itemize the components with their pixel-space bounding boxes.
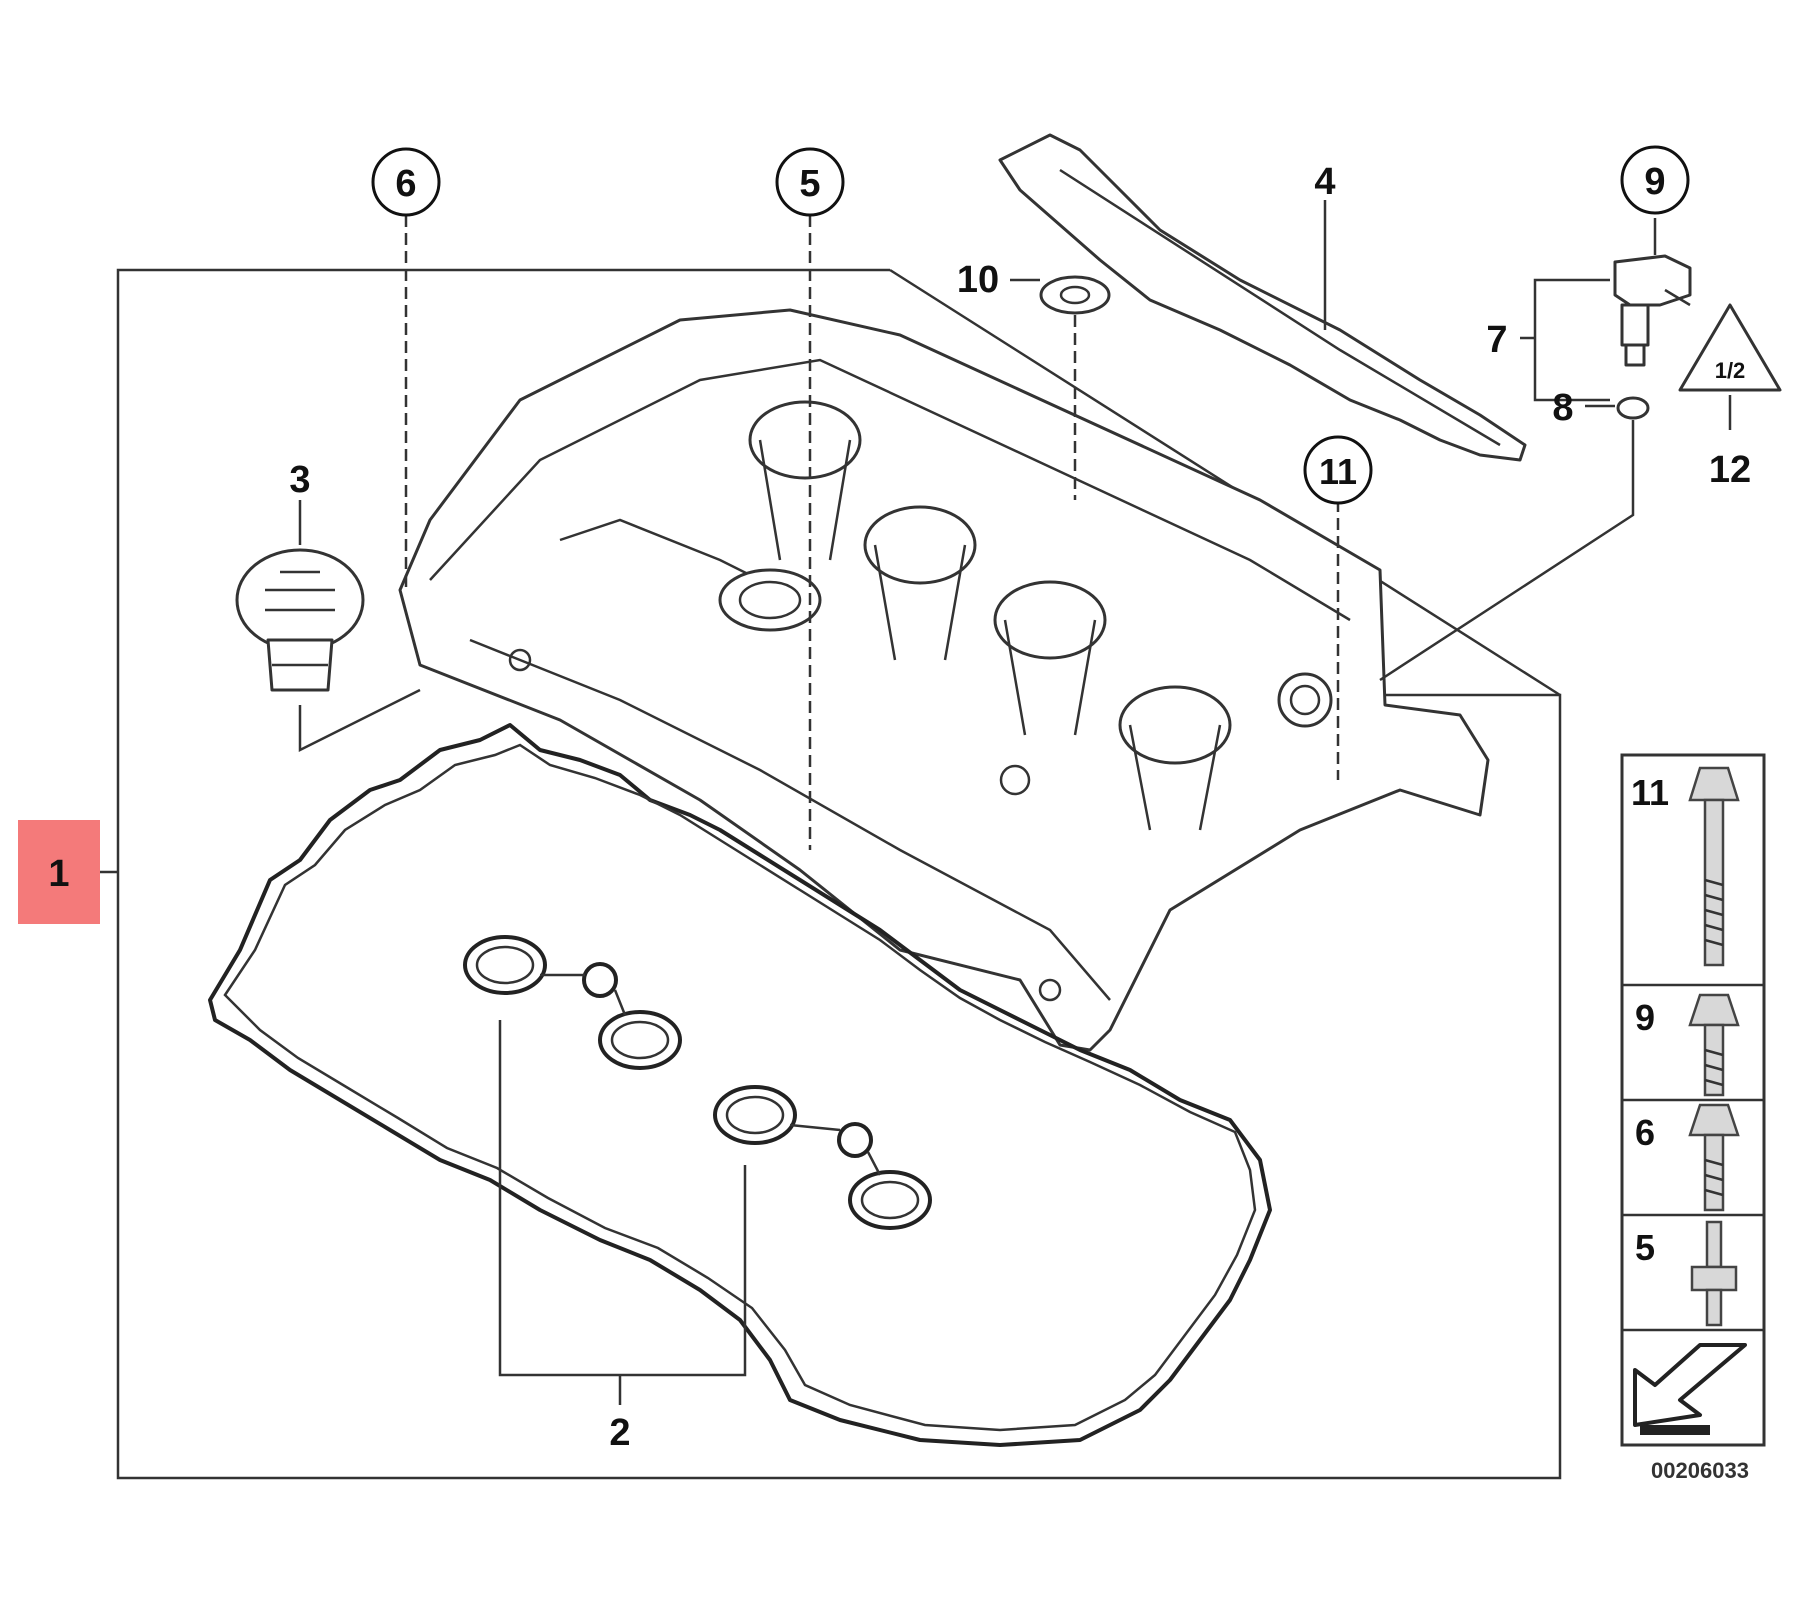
callout-4: 4 xyxy=(1314,161,1335,203)
assembly-frame xyxy=(116,268,1562,1480)
leader-8-down xyxy=(1379,420,1635,682)
plug-tube-seals xyxy=(463,935,932,1230)
callout-11-label: 11 xyxy=(1319,451,1357,492)
reference-number: 00206033 xyxy=(1651,1458,1749,1483)
bolt-6 xyxy=(1688,1103,1740,1212)
grommet xyxy=(1039,275,1111,315)
callout-10: 10 xyxy=(957,259,999,301)
leader-3-bracket xyxy=(298,688,421,753)
fastener-label-5: 5 xyxy=(1635,1227,1655,1268)
callout-3: 3 xyxy=(289,459,310,501)
svg-text:1/2: 1/2 xyxy=(1715,358,1746,383)
leader-12-link xyxy=(1664,288,1691,307)
callout-9-label: 9 xyxy=(1644,161,1665,203)
callout-6-label: 6 xyxy=(395,163,416,205)
warning-triangle-icon: 1/2 xyxy=(1678,303,1782,392)
leader-2-bracket xyxy=(498,1020,747,1377)
valve-cover xyxy=(398,308,1490,1052)
direction-arrow-icon xyxy=(1633,1343,1747,1435)
highlight-box xyxy=(18,820,100,924)
oil-filler-cap xyxy=(235,548,365,692)
bolt-11 xyxy=(1688,766,1740,967)
fastener-label-6: 6 xyxy=(1635,1112,1655,1153)
o-ring xyxy=(1616,396,1650,420)
callout-6: 6 xyxy=(371,147,441,217)
cover-gasket xyxy=(208,723,1272,1447)
fastener-panel: 11 9 6 5 xyxy=(1620,753,1766,1447)
fastener-label-9: 9 xyxy=(1635,997,1655,1038)
cover-gasket-inner xyxy=(223,743,1257,1432)
fastener-label-11: 11 xyxy=(1631,772,1669,813)
callout-8: 8 xyxy=(1552,387,1573,429)
callout-7: 7 xyxy=(1486,319,1507,361)
callout-1-highlight: 1 xyxy=(18,820,100,924)
callout-2: 2 xyxy=(609,1412,630,1454)
bolt-9 xyxy=(1688,993,1740,1097)
callout-11: 11 xyxy=(1303,435,1373,505)
leader-7-bracket xyxy=(1533,278,1610,402)
callout-9: 9 xyxy=(1620,145,1690,215)
callout-12: 12 xyxy=(1709,449,1751,491)
callout-1: 1 xyxy=(48,853,69,895)
callout-5: 5 xyxy=(775,147,845,217)
bolt-5 xyxy=(1690,1220,1738,1327)
callout-5-label: 5 xyxy=(799,163,820,205)
camshaft-sensor xyxy=(1613,254,1692,367)
